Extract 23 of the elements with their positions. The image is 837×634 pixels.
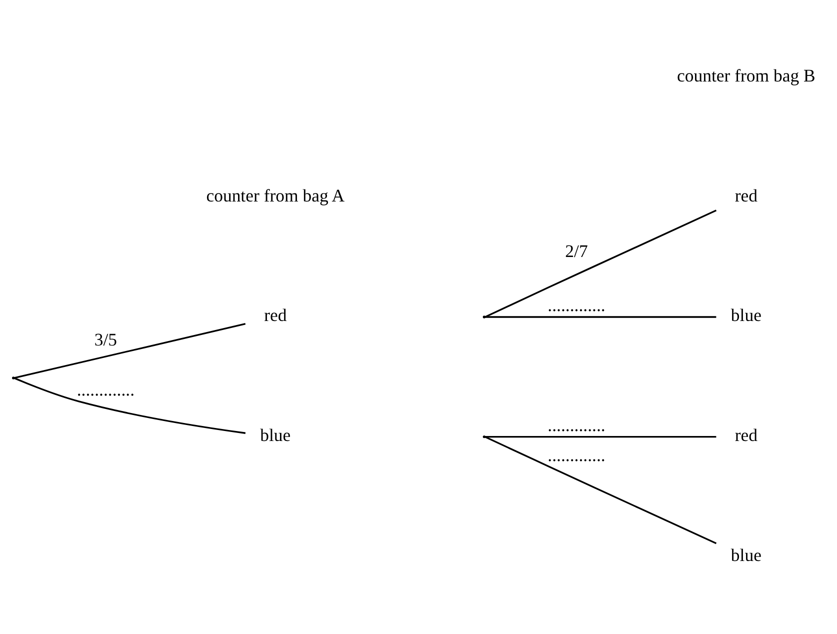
node-text: blue bbox=[730, 305, 762, 326]
node-text: blue bbox=[260, 425, 291, 446]
node-text: red bbox=[734, 425, 758, 446]
node-point bbox=[12, 376, 15, 380]
label: counter from bag B bbox=[677, 66, 816, 86]
edge-label: 3/5 bbox=[94, 330, 118, 350]
node-text: blue bbox=[730, 544, 762, 565]
label: counter from bag A bbox=[206, 185, 345, 206]
node-text: red bbox=[264, 305, 287, 326]
node-text: red bbox=[734, 185, 758, 206]
edge-label: 2/7 bbox=[565, 240, 588, 261]
edge-label: ............. bbox=[548, 415, 606, 436]
node-point bbox=[482, 435, 486, 438]
edge-label: ............. bbox=[548, 295, 606, 316]
node-point bbox=[482, 316, 486, 318]
connector bbox=[484, 210, 717, 318]
connector bbox=[485, 436, 716, 438]
connector bbox=[484, 436, 717, 544]
edge-label: ............. bbox=[76, 380, 135, 400]
connector bbox=[14, 322, 246, 379]
connector bbox=[14, 377, 246, 434]
edge-label: ............. bbox=[548, 444, 606, 465]
connector bbox=[485, 316, 716, 318]
